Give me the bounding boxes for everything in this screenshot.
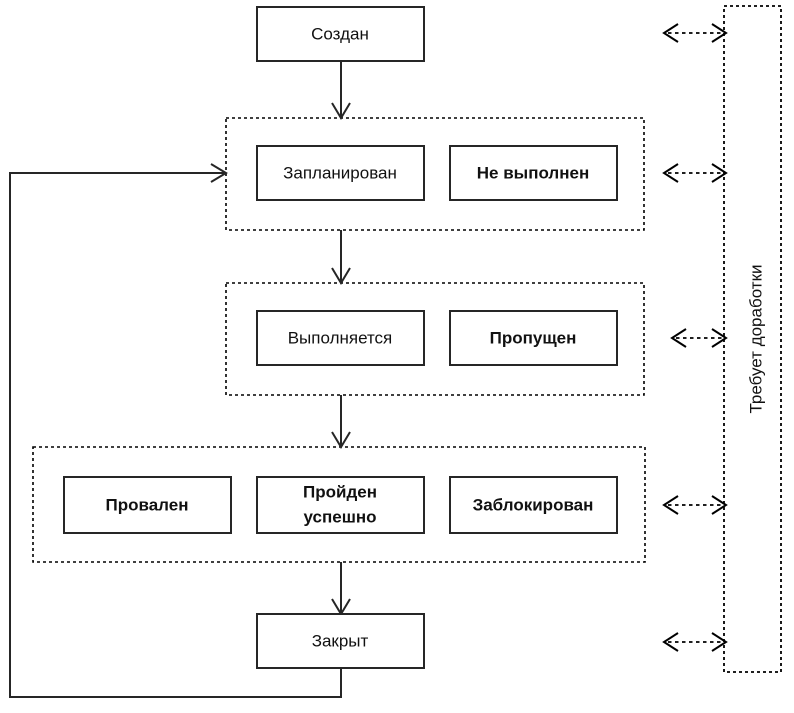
group-results-container	[32, 446, 646, 563]
state-label-skipped: Пропущен	[490, 328, 577, 347]
state-node-created[interactable]: Создан	[256, 6, 425, 62]
state-label-blocked: Заблокирован	[473, 495, 594, 514]
state-node-closed[interactable]: Закрыт	[256, 613, 425, 669]
state-box-skipped[interactable]	[449, 310, 618, 366]
state-label-planned: Запланирован	[283, 163, 397, 182]
state-box-blocked[interactable]	[449, 476, 618, 534]
state-box-closed[interactable]	[256, 613, 425, 669]
state-label-passed-line2: успешно	[303, 507, 376, 526]
rework-arrow-progress	[670, 328, 728, 348]
rework-panel[interactable]: Требует доработки	[723, 5, 782, 673]
state-node-planned[interactable]: Запланирован	[256, 145, 425, 201]
group-progress-container	[225, 282, 645, 396]
state-node-skipped[interactable]: Пропущен	[449, 310, 618, 366]
edge-progress-to-results	[331, 395, 351, 449]
state-box-not-done[interactable]	[449, 145, 618, 201]
state-node-blocked[interactable]: Заблокирован	[449, 476, 618, 534]
state-label-created: Создан	[311, 24, 369, 43]
rework-arrow-planned	[662, 163, 728, 183]
state-node-failed[interactable]: Провален	[63, 476, 232, 534]
edge-results-to-closed	[331, 562, 351, 616]
rework-arrow-results	[662, 495, 728, 515]
state-node-in-progress[interactable]: Выполняется	[256, 310, 425, 366]
state-box-created[interactable]	[256, 6, 425, 62]
state-label-passed-line1: Пройден	[303, 482, 377, 501]
rework-panel-label: Требует доработки	[746, 264, 765, 413]
state-box-planned[interactable]	[256, 145, 425, 201]
edge-planned-to-progress	[331, 230, 351, 285]
edge-created-to-planned	[331, 61, 351, 120]
state-label-in-progress: Выполняется	[288, 328, 393, 347]
state-label-closed: Закрыт	[312, 631, 369, 650]
state-box-failed[interactable]	[63, 476, 232, 534]
state-label-failed: Провален	[106, 495, 189, 514]
state-box-passed[interactable]	[256, 476, 425, 534]
state-label-not-done: Не выполнен	[477, 163, 589, 182]
edge-closed-to-planned	[9, 163, 342, 698]
rework-arrow-created	[662, 23, 728, 43]
state-node-passed[interactable]: Пройден успешно	[256, 476, 425, 534]
rework-arrow-closed	[662, 632, 728, 652]
state-box-in-progress[interactable]	[256, 310, 425, 366]
state-node-not-done[interactable]: Не выполнен	[449, 145, 618, 201]
